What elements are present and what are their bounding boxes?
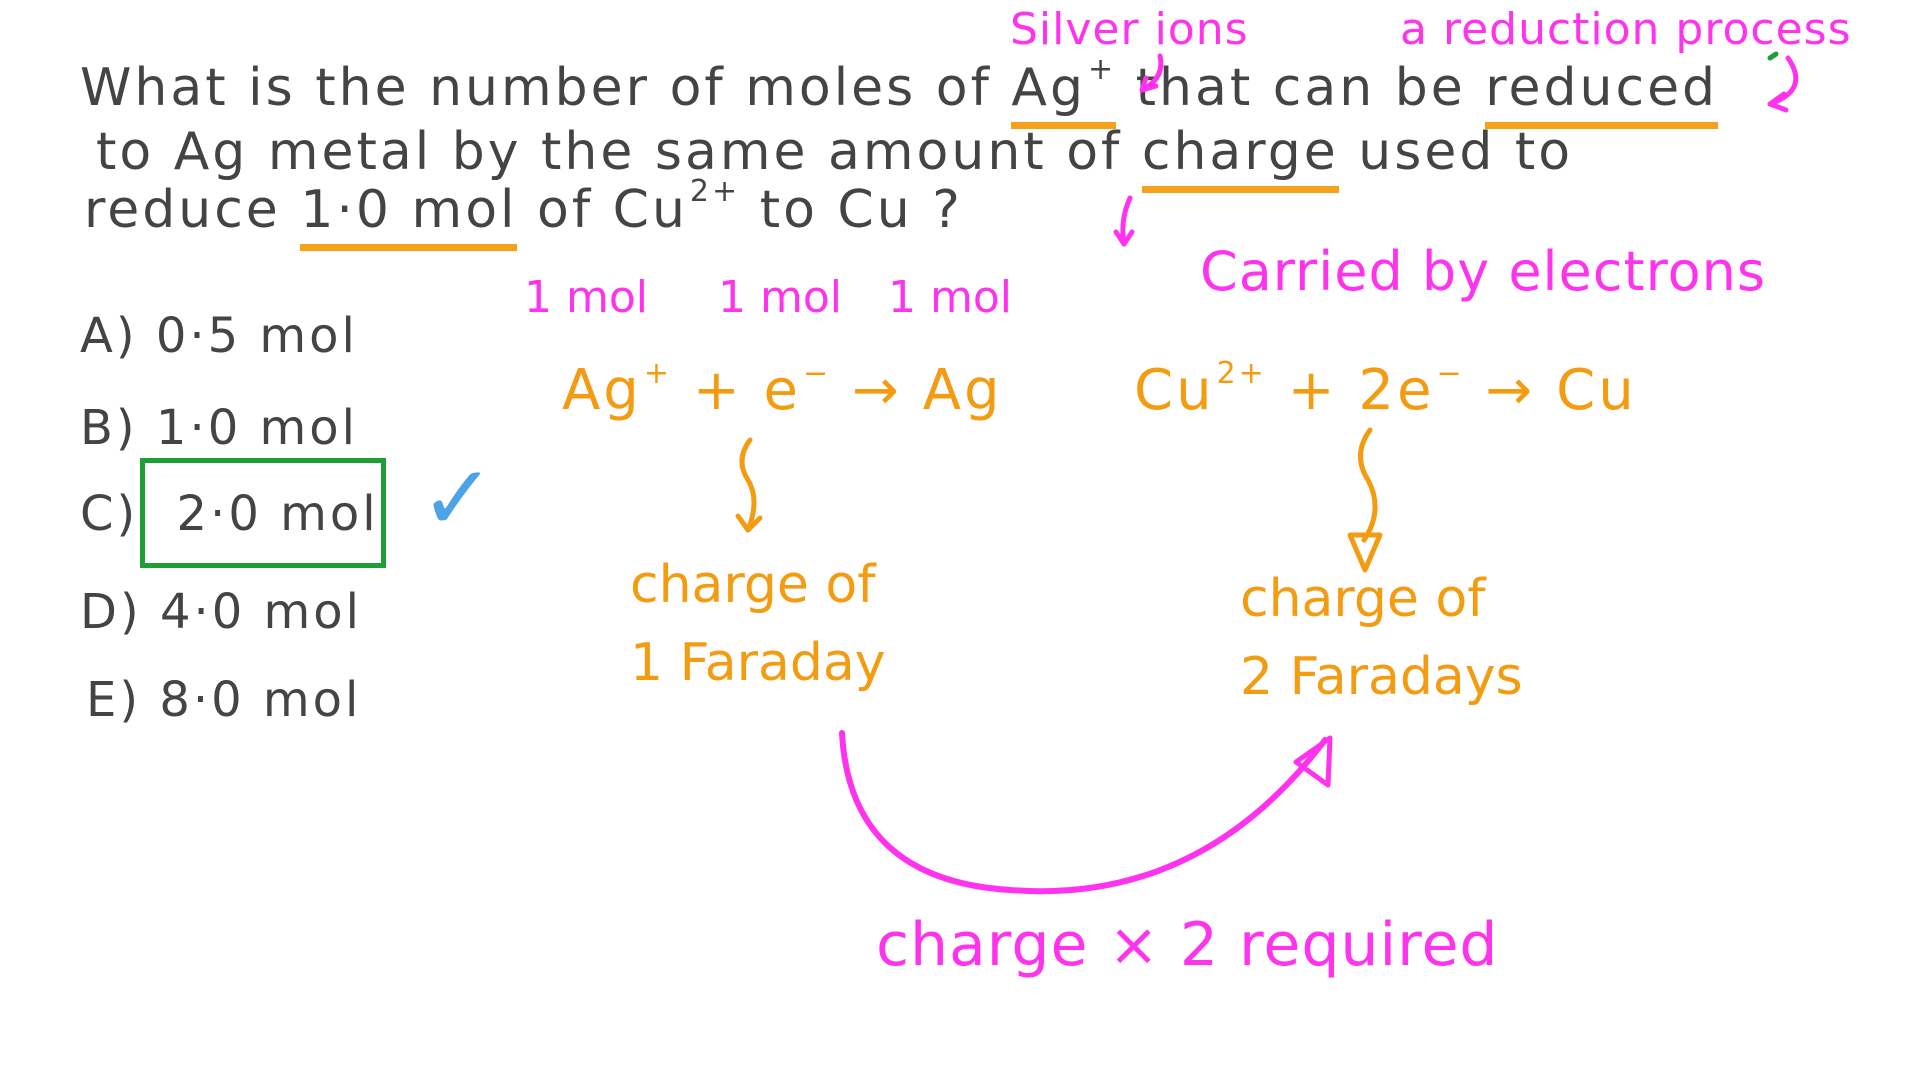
- choice-a[interactable]: A) 0·5 mol: [80, 308, 358, 364]
- question-text: that can be: [1135, 58, 1466, 118]
- choice-letter: C): [80, 486, 139, 542]
- mole-label-electron: 1 mol: [718, 272, 842, 323]
- curved-arrow-icon: [839, 730, 1328, 895]
- mole-label-ag-metal: 1 mol: [888, 272, 1012, 323]
- eq-species: Cu: [1556, 358, 1637, 423]
- question-text: of Cu: [537, 180, 688, 240]
- eq-species: e: [763, 358, 801, 423]
- eq-plus: +: [692, 358, 743, 423]
- annotation-carried-by-electrons: Carried by electrons: [1200, 240, 1767, 303]
- choice-value: 4·0 mol: [159, 584, 363, 640]
- question-text: reduce: [84, 180, 281, 240]
- eq-species: Cu: [1134, 358, 1215, 423]
- explanation-line: charge of: [630, 555, 876, 615]
- eq-charge: +: [643, 356, 672, 391]
- choice-d[interactable]: D) 4·0 mol: [80, 584, 362, 640]
- eq-charge: −: [1436, 356, 1465, 391]
- reduced-highlight: reduced: [1485, 58, 1719, 129]
- annotation-charge-x2: charge × 2 required: [876, 910, 1499, 980]
- eq-species: Ag: [922, 358, 1003, 423]
- silver-ion-highlight: Ag+: [1011, 52, 1117, 129]
- choice-value: 0·5 mol: [155, 308, 358, 364]
- choice-b[interactable]: B) 1·0 mol: [80, 400, 358, 456]
- silver-half-equation: Ag+ + e− → Ag: [562, 356, 1003, 423]
- question-line-3: reduce 1·0 mol of Cu2+ to Cu ?: [84, 174, 963, 251]
- correct-answer-box: [140, 458, 386, 568]
- copper-half-equation: Cu2+ + 2e− → Cu: [1134, 356, 1637, 423]
- question-line-1: What is the number of moles of Ag+ that …: [80, 52, 1719, 129]
- eq-charge: 2+: [1216, 356, 1267, 391]
- eq-species: 2e: [1358, 358, 1435, 423]
- charge-highlight: charge: [1141, 122, 1339, 193]
- annotation-reduction-process: a reduction process: [1400, 4, 1852, 55]
- choice-letter: A): [80, 308, 138, 364]
- choice-value: 2·0 mol: [176, 486, 379, 542]
- amount-highlight: 1·0 mol: [300, 180, 518, 251]
- silver-ion-charge: +: [1088, 52, 1117, 87]
- choice-value: 8·0 mol: [159, 672, 362, 728]
- explanation-line: charge of: [1240, 569, 1486, 629]
- silver-charge-explanation: charge of 1 Faraday: [630, 546, 886, 702]
- copper-charge-explanation: charge of 2 Faradays: [1240, 560, 1523, 716]
- choice-c[interactable]: C) 2·0 mol: [80, 486, 379, 542]
- question-line-2: to Ag metal by the same amount of charge…: [96, 122, 1574, 193]
- squiggle-arrow-icon: [1358, 427, 1378, 543]
- mole-label-ag-ion: 1 mol: [524, 272, 648, 323]
- copper-ion-charge: 2+: [689, 174, 741, 209]
- choice-letter: B): [80, 400, 138, 456]
- question-text: used to: [1358, 122, 1574, 182]
- choice-letter: E): [86, 672, 142, 728]
- annotation-silver-ions: Silver ions: [1010, 4, 1249, 55]
- choice-value: 1·0 mol: [155, 400, 358, 456]
- squiggle-arrow-icon: [739, 437, 757, 533]
- explanation-line: 1 Faraday: [630, 633, 886, 693]
- eq-species: Ag: [562, 358, 642, 423]
- check-mark-icon: ✓: [420, 446, 496, 551]
- silver-ion-symbol: Ag: [1011, 58, 1086, 118]
- question-text: to Cu ?: [759, 180, 963, 240]
- reaction-arrow-icon: →: [1485, 358, 1536, 423]
- choice-letter: D): [80, 584, 142, 640]
- choice-e[interactable]: E) 8·0 mol: [86, 672, 361, 728]
- explanation-line: 2 Faradays: [1240, 647, 1523, 707]
- eq-charge: −: [803, 356, 832, 391]
- reaction-arrow-icon: →: [851, 358, 902, 423]
- question-text: What is the number of moles of: [80, 58, 992, 118]
- question-text: to Ag metal by the same amount of: [96, 122, 1123, 182]
- eq-plus: +: [1287, 358, 1338, 423]
